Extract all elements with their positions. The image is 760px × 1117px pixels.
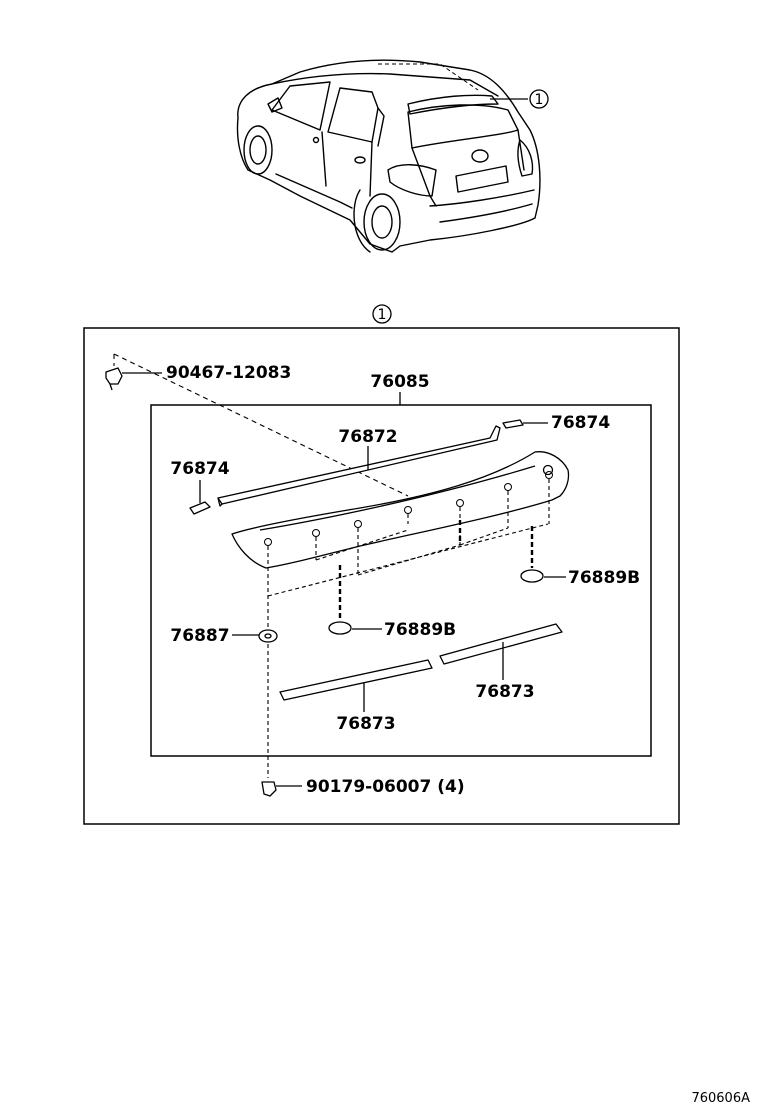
- cover-right-part: [520, 569, 566, 583]
- drawing-id: 760606A: [691, 1091, 750, 1106]
- label-strip-right: 76873: [475, 682, 534, 702]
- label-clip-right: 76874: [551, 413, 610, 433]
- label-cover-center: 76889B: [384, 620, 456, 640]
- nut-part: [261, 781, 302, 797]
- grommet-part: [232, 629, 278, 643]
- label-cover-right: 76889B: [568, 568, 640, 588]
- car-callout: 1: [378, 63, 549, 109]
- strip-right-part: [439, 623, 563, 680]
- cover-guide-lines: [338, 520, 534, 620]
- clip-left-part: [189, 480, 211, 515]
- cover-center-part: [328, 621, 382, 635]
- label-strip-left: 76873: [336, 714, 395, 734]
- car-illustration: [236, 59, 541, 253]
- label-nut: 90179-06007 (4): [306, 777, 465, 797]
- outer-frame: [83, 327, 680, 825]
- spoiler-body-part: [231, 451, 570, 569]
- seal-strip-part: [217, 425, 501, 507]
- callout-marker-car-label: 1: [535, 92, 544, 108]
- assembly-frame: [150, 404, 652, 757]
- stud-guide-lines: [267, 479, 550, 778]
- label-clip-left: 76874: [170, 459, 229, 479]
- label-spoiler-assy: 76085: [370, 372, 429, 392]
- strip-left-part: [279, 659, 433, 712]
- label-grommet: 76887: [170, 626, 229, 646]
- bolt-part: [105, 367, 162, 391]
- svg-text:1: 1: [378, 307, 387, 323]
- callout-marker-car: [529, 89, 549, 109]
- section-marker: 1: [372, 304, 392, 324]
- label-bolt: 90467-12083: [166, 363, 291, 383]
- label-seal-top: 76872: [338, 427, 397, 447]
- clip-right-part: [502, 419, 548, 429]
